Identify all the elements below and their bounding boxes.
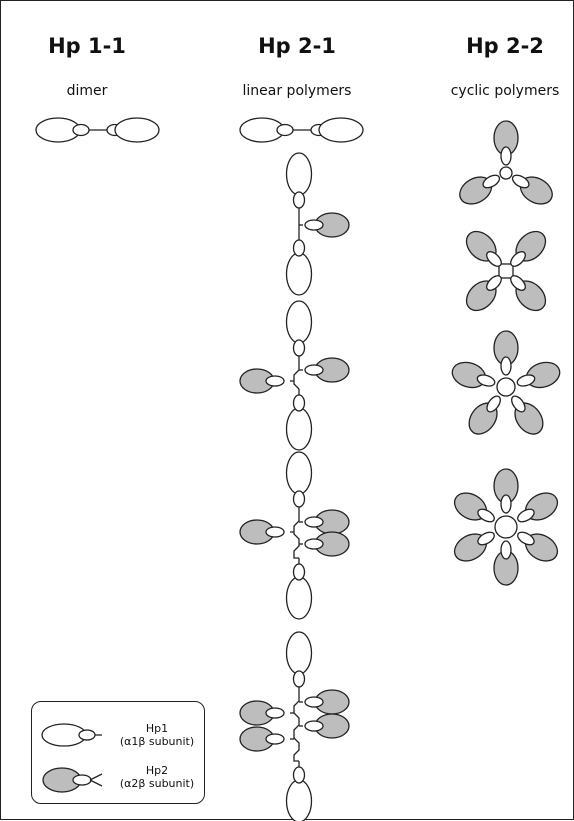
legend-hp1-symbol: [42, 724, 102, 746]
linear-trimer-molecule: [287, 153, 350, 295]
legend-hp1-name: Hp1: [112, 722, 202, 735]
cyclic-hexamer-molecule: [450, 469, 562, 585]
legend-hp1-label: Hp1 (α1β subunit): [112, 722, 202, 748]
cyclic-tetramer-molecule: [461, 226, 552, 317]
dimer-molecule: [36, 118, 159, 142]
cyclic-pentamer-molecule: [449, 331, 563, 439]
legend-hp1-detail: (α1β subunit): [112, 735, 202, 748]
legend-hp2-detail: (α2β subunit): [112, 777, 202, 790]
linear-tetramer-molecule: [240, 301, 349, 450]
linear-pentamer-molecule: [240, 452, 349, 619]
linear-dimer-molecule: [240, 118, 363, 142]
legend-hp2-name: Hp2: [112, 764, 202, 777]
linear-hexamer-molecule: [240, 632, 349, 821]
cyclic-trimer-molecule: [455, 121, 557, 209]
legend: Hp1 (α1β subunit) Hp2 (α2β subunit): [31, 701, 205, 804]
legend-hp2-symbol: [43, 768, 102, 792]
legend-hp2-label: Hp2 (α2β subunit): [112, 764, 202, 790]
